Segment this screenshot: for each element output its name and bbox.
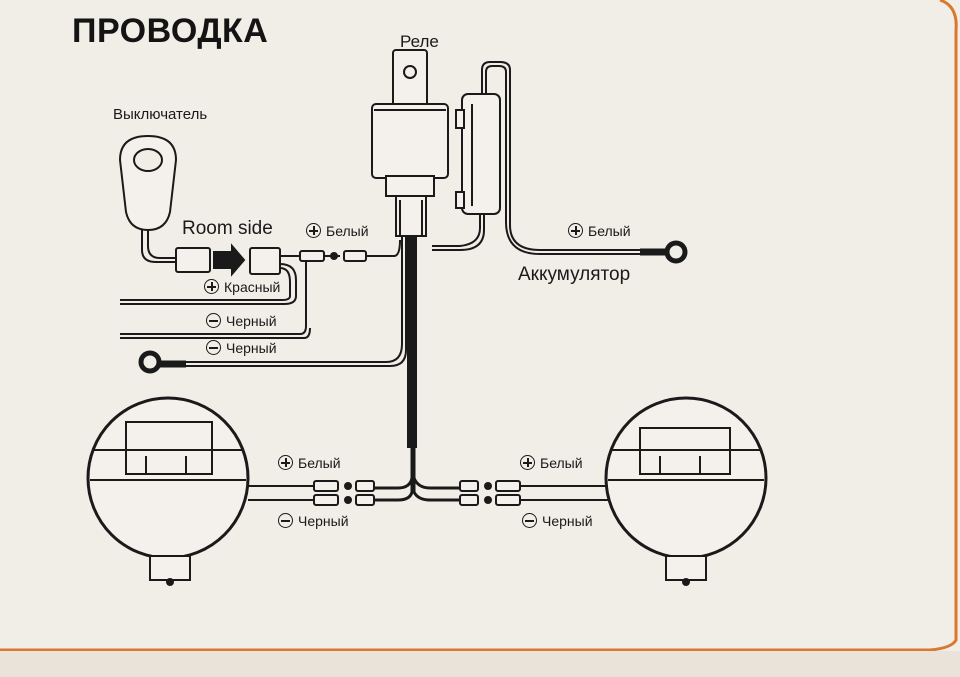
fuse-holder <box>455 93 501 215</box>
page-title: ПРОВОДКА <box>72 12 269 50</box>
battery-label: Аккумулятор <box>518 264 631 285</box>
left-lamp-wiring <box>248 480 375 506</box>
right-fog-lamp <box>604 396 768 586</box>
switch-connector-plug <box>175 243 281 277</box>
relay-label: Реле <box>400 32 439 51</box>
black-wire-text-1: Черный <box>226 313 277 329</box>
main-harness <box>180 236 462 502</box>
minus-icon <box>206 313 221 328</box>
switch <box>118 134 178 232</box>
right-lamp-wiring <box>459 480 608 506</box>
minus-icon <box>522 513 537 528</box>
right-lamp-black-label: Чeрный <box>522 513 593 529</box>
right-lamp-black-text: Чeрный <box>542 513 593 529</box>
white-wire-text: Белый <box>326 223 369 239</box>
white-wire-connector <box>299 239 401 262</box>
plus-icon <box>204 279 219 294</box>
left-fog-lamp <box>86 396 250 586</box>
battery-terminal <box>640 240 688 264</box>
plus-icon <box>568 223 583 238</box>
black-wire-label-2: Черный <box>206 340 277 356</box>
right-lamp-white-text: Белый <box>540 455 583 471</box>
ground-terminal <box>138 350 186 374</box>
left-lamp-white-label: Белый <box>278 455 341 471</box>
minus-icon <box>278 513 293 528</box>
minus-icon <box>206 340 221 355</box>
switch-wire <box>141 230 178 263</box>
plus-icon <box>278 455 293 470</box>
room-side-label: Room side <box>182 218 273 239</box>
switch-label: Выключатель <box>113 106 208 123</box>
left-lamp-white-text: Белый <box>298 455 341 471</box>
black-wire-text-2: Черный <box>226 340 277 356</box>
white-wire-label-top: Белый <box>306 223 369 239</box>
fuse-wire <box>432 61 660 255</box>
page-border <box>0 0 958 652</box>
red-wire-label: Красный <box>204 279 280 295</box>
left-lamp-black-label: Черный <box>278 513 349 529</box>
plus-icon <box>520 455 535 470</box>
relay <box>371 49 449 237</box>
battery-wire-label: Белый <box>568 223 631 239</box>
black-wire-label-1: Черный <box>206 313 277 329</box>
red-wire-text: Красный <box>224 279 281 295</box>
battery-wire-text: Белый <box>588 223 631 239</box>
plus-icon <box>306 223 321 238</box>
bottom-strip <box>0 651 960 677</box>
left-lamp-black-text: Черный <box>298 513 349 529</box>
right-lamp-white-label: Белый <box>520 455 583 471</box>
